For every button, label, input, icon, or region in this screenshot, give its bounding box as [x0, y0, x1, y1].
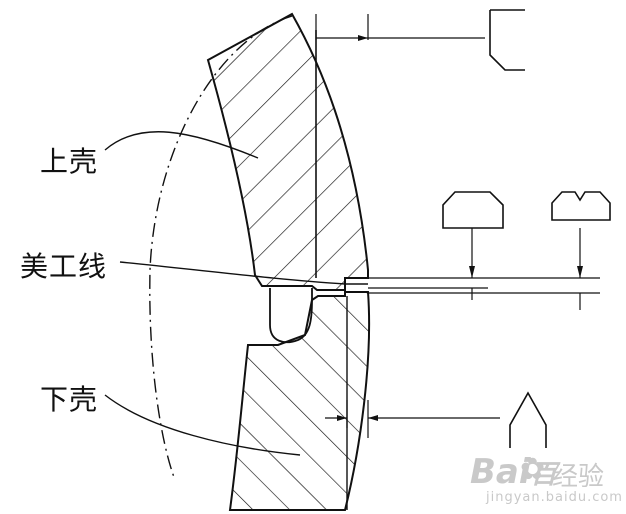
upper-shell-leader [104, 131, 259, 159]
dimension-c-tag-frame [489, 9, 525, 71]
dimension-b-tag-frame [551, 191, 611, 221]
lower-shell-section [228, 291, 371, 511]
watermark-brand-tail: 百 [530, 460, 557, 490]
dimension-b-arrow [577, 266, 583, 278]
dimension-a-lower-tag-frame [509, 391, 547, 448]
watermark-url: jingyan.baidu.com [486, 490, 623, 505]
dimension-a-lower-arrow [368, 415, 378, 421]
lower-shell-label: 下壳 [40, 383, 99, 416]
watermark-paw-icon: ✿ [520, 452, 546, 487]
lower-shell-leader [104, 394, 301, 456]
watermark-site-text: 经验 [552, 462, 605, 492]
dimension-a-lower-arrow-left [337, 415, 347, 421]
dimension-c-arrow [358, 35, 368, 41]
watermark-brand-text: Bai [470, 452, 531, 492]
watermark-brand: Bai百 [470, 452, 557, 492]
upper-shell-section [206, 12, 369, 291]
dimension-c-tag: C [496, 55, 497, 57]
dimension-a-lower-tag: A [528, 443, 529, 446]
dimension-a-upper-tag: A [473, 218, 474, 221]
upper-shell-label: 上壳 [40, 145, 99, 178]
parting-line-label: 美工线 [20, 250, 108, 283]
parting-line-leader [119, 261, 346, 285]
dimension-a-upper-arrow [469, 266, 475, 278]
dimension-b-tag: B [581, 215, 582, 217]
dimension-a-upper-tag-frame [442, 191, 504, 229]
rib-lip [269, 288, 313, 344]
